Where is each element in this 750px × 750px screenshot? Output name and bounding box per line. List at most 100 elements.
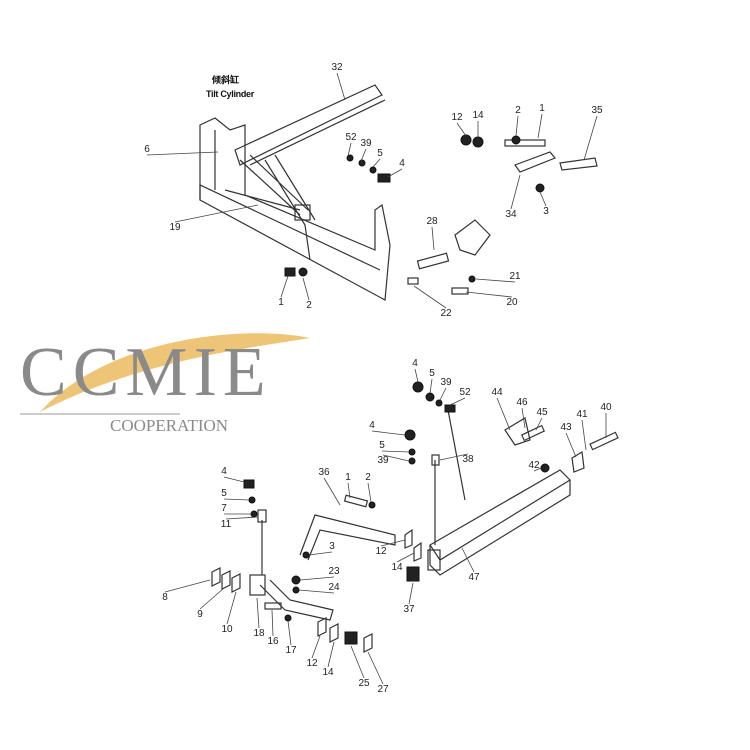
callout-25: 25 — [358, 678, 370, 689]
callout-leader — [408, 582, 414, 605]
callout-47: 47 — [468, 572, 480, 583]
callout-3: 3 — [543, 206, 549, 217]
callout-39: 39 — [377, 455, 389, 466]
tilt-cylinder-label: Tilt Cylinder — [206, 89, 254, 99]
callout-leader — [414, 368, 419, 383]
push-arm-32 — [234, 84, 386, 166]
callout-2: 2 — [515, 105, 521, 116]
callout-leader — [223, 498, 250, 501]
callout-17: 17 — [285, 645, 297, 656]
callout-12: 12 — [306, 658, 318, 669]
callout-5: 5 — [221, 488, 227, 499]
callout-6: 6 — [144, 144, 150, 155]
callout-leader — [510, 174, 521, 210]
callout-41: 41 — [576, 409, 588, 420]
callout-leader — [287, 620, 292, 646]
callout-1: 1 — [345, 472, 351, 483]
callout-leader — [199, 587, 225, 610]
callout-leader — [439, 387, 447, 401]
callout-3: 3 — [329, 541, 335, 552]
callout-leader — [360, 148, 367, 162]
callout-leader — [336, 72, 346, 101]
callout-12: 12 — [451, 112, 463, 123]
callout-leader — [533, 467, 542, 472]
callout-21: 21 — [509, 271, 521, 282]
callout-43: 43 — [560, 422, 572, 433]
callout-52: 52 — [345, 132, 357, 143]
callout-leader — [225, 516, 259, 520]
callout-leader — [226, 591, 237, 625]
callout-14: 14 — [472, 110, 484, 121]
callout-leader — [311, 635, 321, 659]
link-arm-36 — [249, 494, 396, 621]
callout-leader — [302, 277, 310, 301]
callout-leader — [583, 115, 598, 161]
callout-4: 4 — [399, 158, 405, 169]
callout-leader — [521, 407, 526, 429]
callout-2: 2 — [365, 472, 371, 483]
callout-12: 12 — [375, 546, 387, 557]
callout-leader — [461, 547, 475, 573]
callout-leader — [299, 576, 335, 581]
callout-leader — [381, 450, 410, 453]
callout-5: 5 — [429, 368, 435, 379]
callout-leader — [146, 151, 219, 156]
callout-23: 23 — [328, 566, 340, 577]
bolt-hardware-top — [284, 134, 598, 295]
callout-20: 20 — [506, 297, 518, 308]
callout-leader — [347, 142, 352, 157]
callout-leader — [367, 482, 372, 503]
callout-leader — [174, 204, 259, 223]
washers-bottom — [211, 479, 373, 653]
watermark-subtitle: COOPERATION — [110, 416, 229, 435]
callout-leader — [535, 417, 543, 431]
callout-leader — [223, 476, 245, 483]
callout-leader — [449, 397, 466, 406]
callout-leader — [371, 430, 406, 436]
pin-28 — [416, 252, 450, 270]
callout-27: 27 — [377, 684, 389, 695]
callout-leader — [323, 477, 341, 506]
callout-leader — [367, 651, 384, 685]
callout-16: 16 — [267, 636, 279, 647]
callout-46: 46 — [516, 397, 528, 408]
callout-5: 5 — [377, 148, 383, 159]
callout-leader — [456, 122, 467, 137]
callout-leader — [537, 113, 543, 139]
callout-leader — [515, 115, 519, 137]
callout-leader — [439, 453, 469, 461]
callout-leader — [429, 378, 433, 394]
bracket — [454, 219, 491, 256]
callout-36: 36 — [318, 467, 330, 478]
callout-38: 38 — [462, 454, 474, 465]
callout-8: 8 — [162, 592, 168, 603]
callout-44: 44 — [491, 387, 503, 398]
watermark-swoosh — [40, 333, 310, 412]
callout-leader — [413, 285, 447, 309]
callout-4: 4 — [412, 358, 418, 369]
callout-14: 14 — [391, 562, 403, 573]
callout-9: 9 — [197, 609, 203, 620]
callout-leader — [465, 291, 513, 298]
push-beam-47 — [404, 381, 619, 582]
callout-4: 4 — [221, 466, 227, 477]
callout-42: 42 — [528, 460, 540, 471]
callout-45: 45 — [536, 407, 548, 418]
callout-24: 24 — [328, 582, 340, 593]
callout-22: 22 — [440, 308, 452, 319]
callout-leader — [256, 597, 260, 629]
tilt-cylinder-label-cn: 倾斜缸 — [212, 75, 240, 85]
callout-leader — [308, 551, 333, 556]
callout-leader — [475, 278, 516, 283]
callout-leader — [327, 641, 335, 668]
callout-leader — [350, 645, 365, 679]
callout-11: 11 — [221, 519, 232, 530]
brace-19 — [224, 189, 301, 211]
callout-1: 1 — [539, 103, 545, 114]
callout-leader — [539, 191, 547, 207]
callout-1: 1 — [278, 297, 284, 308]
callout-leader — [164, 579, 211, 593]
callout-leader — [581, 419, 587, 451]
